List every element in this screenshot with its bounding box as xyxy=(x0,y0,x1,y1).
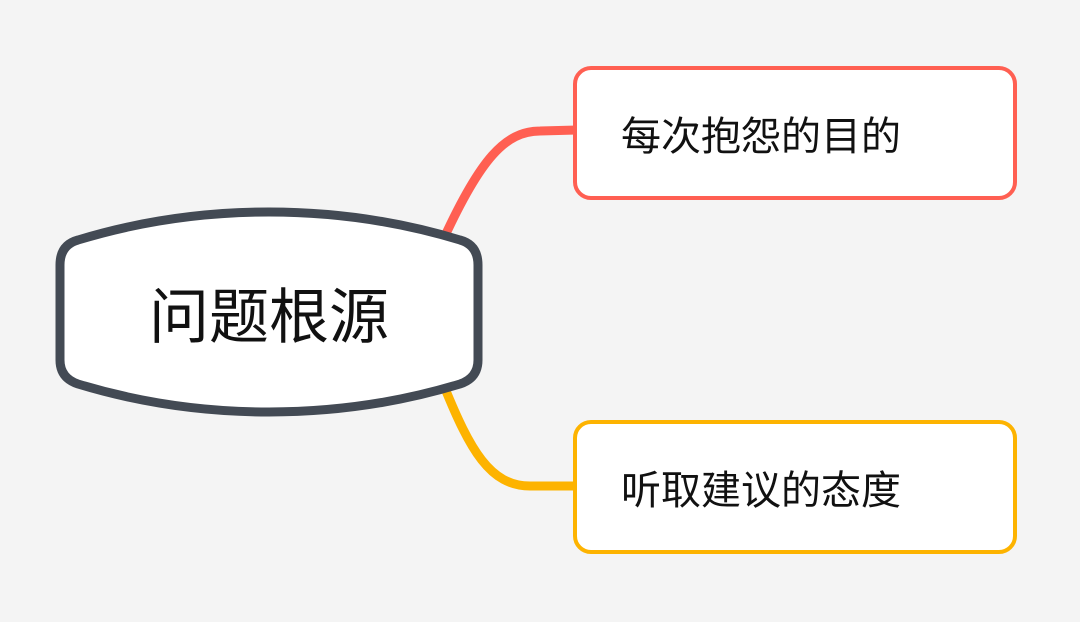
connector-branch-2 xyxy=(439,381,582,491)
connector-branch-1 xyxy=(439,125,582,243)
branch-node-1-shape[interactable] xyxy=(573,66,1017,200)
branch-node-2-shape[interactable] xyxy=(573,420,1017,554)
branch-node-2-label[interactable]: 听取建议的态度 xyxy=(621,468,901,514)
root-node-shape[interactable] xyxy=(55,207,483,417)
branch-node-1-label[interactable]: 每次抱怨的目的 xyxy=(621,114,901,160)
root-node-label[interactable]: 问题根源 xyxy=(149,282,389,353)
